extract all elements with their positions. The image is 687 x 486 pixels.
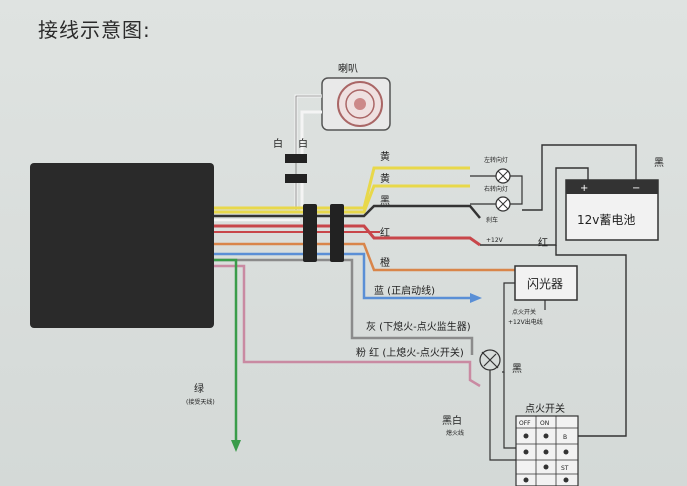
blue-arrow-icon: [470, 293, 482, 303]
battery-label: 12v蓄电池: [577, 213, 635, 227]
flasher: [514, 265, 578, 301]
black-white-label: 黑白: [442, 414, 462, 427]
gray-label: 灰 (下熄火-点火监生器): [366, 320, 471, 333]
horn-connector-2: [285, 174, 307, 183]
battery-plus-label: +: [580, 183, 588, 194]
wire-yellow-2: [214, 184, 470, 214]
pink-red-label: 粉 红 (上熄火-点火开关): [356, 346, 464, 359]
relay-wire: [489, 370, 520, 461]
ignition-note-2: +12V出电线: [508, 318, 543, 326]
wire-yellow-1: [214, 166, 470, 210]
battery-black-label: 黑: [654, 157, 664, 169]
red-1-label: 红: [380, 226, 390, 239]
switch-title: 点火开关: [525, 402, 565, 415]
left-turn-label: 左转向灯: [484, 156, 508, 164]
wire-orange: [214, 242, 515, 272]
battery-red-label: 红: [538, 236, 548, 249]
wire-green: [214, 258, 238, 440]
wire-gray: [214, 258, 474, 355]
lamp-common-wire: [510, 175, 523, 205]
yellow-1-label: 黄: [380, 150, 390, 163]
battery-top: [566, 180, 658, 194]
green-note: (接受天线): [186, 398, 215, 406]
switch-st-label: ST: [561, 465, 569, 472]
plus12v-label: +12V: [486, 237, 504, 244]
brake-label: 刹车: [486, 216, 498, 224]
flasher-output-wire: [502, 282, 546, 373]
horn-wire-label-2: 白: [298, 137, 308, 150]
horn-wire-label-1: 白: [273, 137, 283, 150]
switch-b-label: B: [563, 434, 567, 441]
wire-red-1: [214, 224, 481, 247]
wire-blue: [214, 252, 470, 300]
alarm-module: [30, 163, 214, 328]
black-white-note: 熄火线: [446, 429, 464, 437]
battery-black-wire: [522, 144, 637, 211]
yellow-2-label: 黄: [380, 172, 390, 185]
right-turn-label: 右转向灯: [484, 185, 508, 193]
blue-label: 蓝 (正启动线): [374, 284, 435, 297]
green-label: 绿: [194, 382, 204, 395]
ignition-note-1: 点火开关: [512, 308, 536, 316]
wire-pink-red: [214, 264, 481, 388]
harness-connector-1: [303, 204, 317, 262]
green-arrow-icon: [231, 440, 241, 452]
switch-on-label: ON: [540, 420, 549, 427]
switch-off-label: OFF: [519, 420, 531, 427]
flasher-label: 闪光器: [527, 277, 563, 291]
battery-minus-label: −: [632, 183, 640, 194]
battery-red-wire: [480, 167, 589, 246]
horn-connector-1: [285, 154, 307, 163]
battery-feed-wire: [555, 245, 627, 437]
horn-label: 喇叭: [338, 63, 358, 75]
black-1-label: 黑: [380, 195, 390, 207]
harness-connector-2: [330, 204, 344, 262]
diagram-title: 接线示意图:: [38, 18, 151, 42]
orange-label: 橙: [380, 256, 390, 269]
black-mid-label: 黑: [512, 363, 522, 375]
black-mid-wire: [503, 372, 520, 449]
